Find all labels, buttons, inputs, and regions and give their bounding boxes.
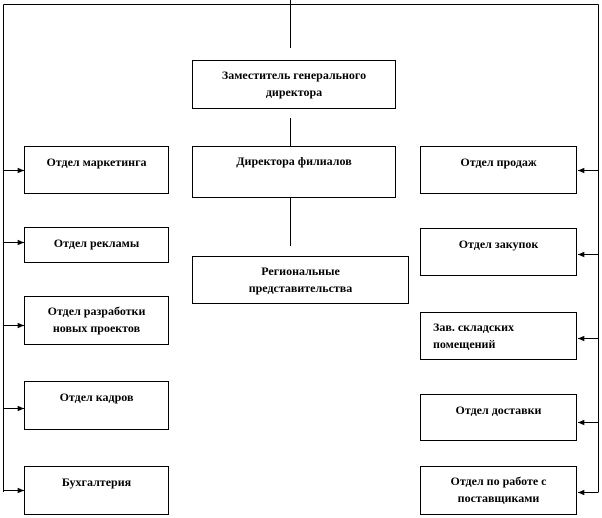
dept-accounting-box: Бухгалтерия [24, 466, 169, 515]
dept-warehouse-box: Зав. складских помещений [420, 312, 577, 360]
dept-sales-label: Отдел продаж [460, 155, 537, 169]
dept-delivery-box: Отдел доставки [420, 394, 577, 441]
dept-new-projects-label: Отдел разработки новых проектов [47, 304, 146, 335]
dept-accounting-label: Бухгалтерия [61, 475, 132, 489]
branch-directors-box: Директора филиалов [192, 146, 396, 198]
dept-purchasing-box: Отдел закупок [420, 228, 577, 276]
dept-advertising-label: Отдел рекламы [53, 236, 140, 250]
deputy-director-label: Заместитель генерального директора [221, 68, 367, 99]
dept-warehouse-label: Зав. складских помещений [433, 320, 515, 351]
dept-new-projects-box: Отдел разработки новых проектов [24, 296, 169, 345]
dept-advertising-box: Отдел рекламы [24, 227, 169, 263]
dept-purchasing-label: Отдел закупок [458, 237, 539, 251]
dept-suppliers-label: Отдел по работе с поставщиками [450, 474, 547, 505]
dept-marketing-label: Отдел маркетинга [46, 155, 147, 169]
dept-hr-box: Отдел кадров [24, 381, 169, 430]
branch-directors-label: Директора филиалов [236, 154, 352, 168]
dept-marketing-box: Отдел маркетинга [24, 146, 169, 194]
dept-hr-label: Отдел кадров [59, 390, 134, 404]
dept-delivery-label: Отдел доставки [455, 403, 542, 417]
deputy-director-box: Заместитель генерального директора [192, 60, 396, 109]
dept-sales-box: Отдел продаж [420, 146, 577, 194]
regional-offices-label: Региональные представительства [248, 264, 353, 295]
regional-offices-box: Региональные представительства [192, 256, 409, 304]
dept-suppliers-box: Отдел по работе с поставщиками [420, 466, 577, 515]
